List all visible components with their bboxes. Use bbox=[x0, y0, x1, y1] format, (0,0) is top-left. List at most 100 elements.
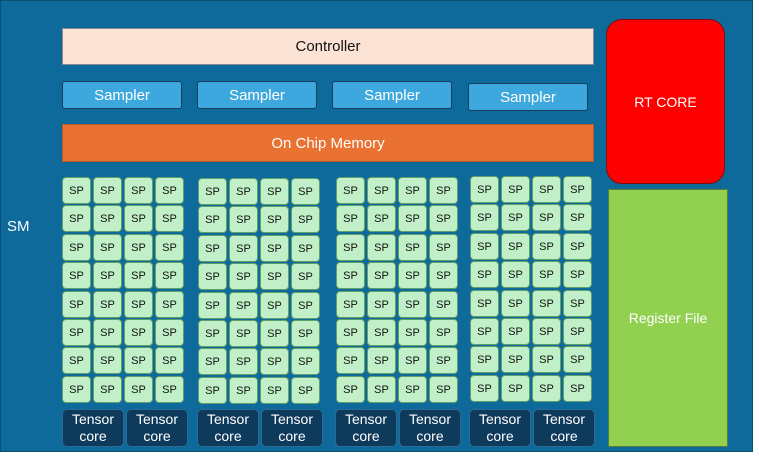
sp-cell: SP bbox=[62, 205, 91, 232]
sp-cell: SP bbox=[260, 348, 289, 375]
sp-cell: SP bbox=[198, 348, 227, 375]
sp-cell: SP bbox=[532, 375, 561, 402]
controller-box: Controller bbox=[62, 28, 594, 65]
sp-cell: SP bbox=[336, 262, 365, 289]
sp-cell: SP bbox=[563, 375, 592, 402]
sp-cell: SP bbox=[398, 319, 427, 346]
sp-cell: SP bbox=[93, 347, 122, 374]
sp-cell: SP bbox=[229, 235, 258, 262]
sp-cell: SP bbox=[229, 263, 258, 290]
sp-cell: SP bbox=[291, 235, 320, 262]
sp-cell: SP bbox=[124, 262, 153, 289]
tensor-core-line2: core bbox=[486, 428, 514, 444]
sp-cell: SP bbox=[563, 290, 592, 317]
sp-cell: SP bbox=[62, 376, 91, 403]
tensor-core-line2: core bbox=[278, 428, 306, 444]
sp-cell: SP bbox=[260, 320, 289, 347]
sp-cell: SP bbox=[62, 291, 91, 318]
sp-cell: SP bbox=[229, 178, 258, 205]
sp-cell: SP bbox=[291, 292, 320, 319]
sp-cell: SP bbox=[260, 292, 289, 319]
sp-cell: SP bbox=[367, 234, 396, 261]
sp-cell: SP bbox=[155, 376, 184, 403]
tensor-core-line2: core bbox=[550, 428, 578, 444]
sp-cell: SP bbox=[229, 292, 258, 319]
sp-cell: SP bbox=[429, 291, 458, 318]
sp-cell: SP bbox=[501, 318, 530, 345]
sp-cell: SP bbox=[93, 234, 122, 261]
sp-cell: SP bbox=[260, 206, 289, 233]
sp-cell: SP bbox=[367, 347, 396, 374]
sp-cell: SP bbox=[155, 347, 184, 374]
sp-cell: SP bbox=[198, 178, 227, 205]
tensor-core-line2: core bbox=[79, 428, 107, 444]
sp-cell: SP bbox=[501, 346, 530, 373]
sp-cell: SP bbox=[62, 262, 91, 289]
sp-cell: SP bbox=[398, 234, 427, 261]
rt-core-box: RT CORE bbox=[606, 19, 725, 184]
sp-cell: SP bbox=[93, 177, 122, 204]
sp-cell: SP bbox=[501, 204, 530, 231]
sp-cell: SP bbox=[291, 263, 320, 290]
sp-cell: SP bbox=[532, 176, 561, 203]
tensor-core-line1: Tensor bbox=[71, 411, 115, 427]
sp-cell: SP bbox=[501, 261, 530, 288]
sp-cell: SP bbox=[229, 377, 258, 404]
sp-cell: SP bbox=[398, 291, 427, 318]
sp-cell: SP bbox=[155, 319, 184, 346]
sp-cell: SP bbox=[367, 376, 396, 403]
tensor-core-line2: core bbox=[352, 428, 380, 444]
sp-cell: SP bbox=[291, 206, 320, 233]
sp-cell: SP bbox=[93, 291, 122, 318]
sp-cell: SP bbox=[336, 319, 365, 346]
sp-cell: SP bbox=[155, 262, 184, 289]
sm-label: SM bbox=[7, 218, 30, 235]
sp-cell: SP bbox=[470, 176, 499, 203]
sp-cell: SP bbox=[470, 318, 499, 345]
sp-cell: SP bbox=[291, 178, 320, 205]
sp-cell: SP bbox=[429, 376, 458, 403]
sp-cell: SP bbox=[124, 205, 153, 232]
sp-cell: SP bbox=[470, 261, 499, 288]
sp-cell: SP bbox=[124, 376, 153, 403]
sp-cell: SP bbox=[229, 320, 258, 347]
tensor-core-line1: Tensor bbox=[408, 411, 452, 427]
sp-cell: SP bbox=[501, 176, 530, 203]
sampler-box-2: Sampler bbox=[197, 81, 317, 109]
sp-cell: SP bbox=[470, 233, 499, 260]
sp-cell: SP bbox=[563, 233, 592, 260]
sp-cell: SP bbox=[398, 262, 427, 289]
sp-cell: SP bbox=[198, 292, 227, 319]
sp-cell: SP bbox=[198, 206, 227, 233]
tensor-core-line2: core bbox=[143, 428, 171, 444]
tensor-core-line1: Tensor bbox=[478, 411, 522, 427]
sp-cell: SP bbox=[198, 235, 227, 262]
sp-cell: SP bbox=[155, 177, 184, 204]
sp-cell: SP bbox=[367, 291, 396, 318]
sp-cell: SP bbox=[336, 291, 365, 318]
tensor-core-line1: Tensor bbox=[344, 411, 388, 427]
sp-cell: SP bbox=[367, 262, 396, 289]
sp-cell: SP bbox=[62, 177, 91, 204]
sp-cell: SP bbox=[367, 205, 396, 232]
sp-cell: SP bbox=[563, 261, 592, 288]
sampler-box-3: Sampler bbox=[332, 81, 452, 109]
sp-cell: SP bbox=[563, 318, 592, 345]
sp-cell: SP bbox=[336, 234, 365, 261]
sp-cell: SP bbox=[470, 204, 499, 231]
sp-cell: SP bbox=[229, 206, 258, 233]
register-file-box: Register File bbox=[608, 189, 728, 447]
sp-cell: SP bbox=[336, 177, 365, 204]
tensor-core-line2: core bbox=[416, 428, 444, 444]
sp-cell: SP bbox=[501, 290, 530, 317]
sp-cell: SP bbox=[429, 347, 458, 374]
sp-cell: SP bbox=[563, 204, 592, 231]
sp-cell: SP bbox=[155, 291, 184, 318]
sp-cell: SP bbox=[532, 290, 561, 317]
tensor-core-line1: Tensor bbox=[542, 411, 586, 427]
